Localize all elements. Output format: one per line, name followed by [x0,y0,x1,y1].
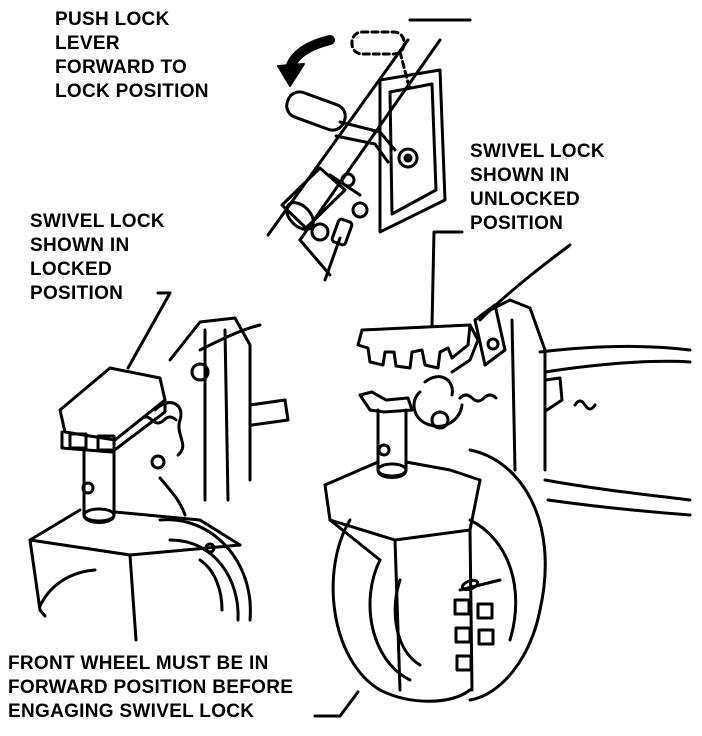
push-lock-label-line-1: PUSH LOCK [55,9,170,30]
front-wheel-label-line-3: ENGAGING SWIVEL LOCK [8,701,255,722]
push-lock-lever-label: PUSH LOCK LEVER FORWARD TO LOCK POSITION [55,8,209,104]
front-wheel-label-line-1: FRONT WHEEL MUST BE IN [8,653,269,674]
locked-label-line-4: POSITION [30,283,124,304]
locked-swivel-drawing [28,291,290,642]
unlocked-label-line-1: SWIVEL LOCK [470,141,605,162]
front-wheel-warning-label: FRONT WHEEL MUST BE IN FORWARD POSITION … [8,652,293,724]
locked-label-line-3: LOCKED [30,259,113,280]
front-wheel-label-line-2: FORWARD POSITION BEFORE [8,677,294,698]
swivel-lock-locked-label: SWIVEL LOCK SHOWN IN LOCKED POSITION [30,210,165,306]
unlocked-label-line-4: POSITION [470,213,564,234]
locked-label-line-1: SWIVEL LOCK [30,211,165,232]
swivel-lock-unlocked-label: SWIVEL LOCK SHOWN IN UNLOCKED POSITION [470,140,605,236]
push-lock-label-line-3: FORWARD TO [55,57,188,78]
push-lock-label-line-4: LOCK POSITION [55,81,209,102]
unlocked-label-line-2: SHOWN IN [470,165,570,186]
locked-label-line-2: SHOWN IN [30,235,130,256]
lever-assembly-drawing [266,18,472,282]
push-lock-label-line-2: LEVER [55,33,120,54]
unlocked-swivel-drawing [313,230,692,718]
unlocked-label-line-3: UNLOCKED [470,189,581,210]
